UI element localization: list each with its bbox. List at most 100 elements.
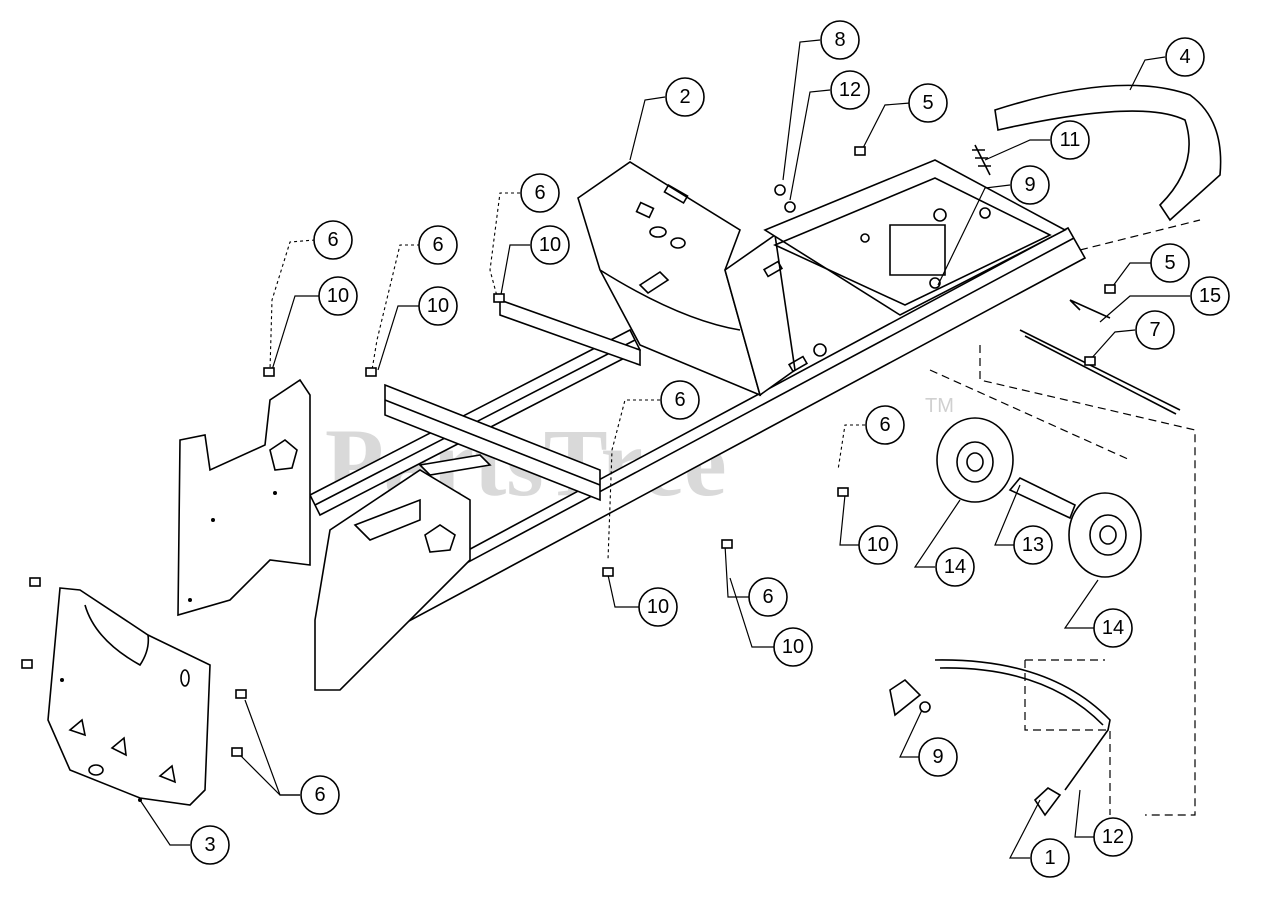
fastener xyxy=(774,184,786,196)
callout-1[interactable]: 1 xyxy=(1030,838,1070,878)
callout-6-e[interactable]: 6 xyxy=(865,405,905,445)
callout-2[interactable]: 2 xyxy=(665,77,705,117)
callout-6-c[interactable]: 6 xyxy=(520,173,560,213)
callout-9-top[interactable]: 9 xyxy=(1010,165,1050,205)
callout-7-label: 7 xyxy=(1149,319,1160,341)
callout-10-b[interactable]: 10 xyxy=(418,286,458,326)
leader-lines xyxy=(139,39,1190,859)
callout-2-label: 2 xyxy=(679,86,690,108)
rear-cross-member xyxy=(499,298,641,367)
callout-5-top-label: 5 xyxy=(922,92,933,114)
callout-15[interactable]: 15 xyxy=(1190,276,1230,316)
callout-3[interactable]: 3 xyxy=(190,825,230,865)
callout-8[interactable]: 8 xyxy=(820,20,860,60)
callout-6-b[interactable]: 6 xyxy=(418,225,458,265)
axle-rods xyxy=(1019,299,1181,415)
linkage-rod xyxy=(889,659,1111,817)
fasteners xyxy=(21,144,1116,757)
fastener xyxy=(1084,356,1096,366)
callout-6-b-label: 6 xyxy=(432,234,443,256)
callout-6-a[interactable]: 6 xyxy=(313,220,353,260)
callout-1-label: 1 xyxy=(1044,847,1055,869)
callout-6-g[interactable]: 6 xyxy=(300,775,340,815)
callout-6-g-label: 6 xyxy=(314,784,325,806)
bumper-bar-shape xyxy=(994,84,1222,222)
callout-5-top[interactable]: 5 xyxy=(908,83,948,123)
callout-11[interactable]: 11 xyxy=(1050,120,1090,160)
callout-10-a-label: 10 xyxy=(327,285,349,307)
front-guard-plate xyxy=(47,587,211,806)
frame-rails xyxy=(308,226,1087,691)
fastener xyxy=(493,293,505,303)
assembly-lines xyxy=(929,219,1201,816)
fastener xyxy=(235,689,247,699)
callout-10-b-label: 10 xyxy=(427,295,449,317)
callout-10-e[interactable]: 10 xyxy=(858,525,898,565)
callout-10-e-label: 10 xyxy=(867,534,889,556)
callout-6-a-label: 6 xyxy=(327,229,338,251)
callout-12-bottom-label: 12 xyxy=(1102,826,1124,848)
bumper-bar xyxy=(994,84,1222,222)
rod-bracket-right xyxy=(1033,787,1062,817)
seat-box xyxy=(763,159,1067,316)
callout-4[interactable]: 4 xyxy=(1165,37,1205,77)
callout-9-bottom[interactable]: 9 xyxy=(918,737,958,777)
callout-6-d-label: 6 xyxy=(674,389,685,411)
fastener xyxy=(784,201,796,213)
plate-tab xyxy=(418,454,492,476)
fastener xyxy=(263,367,275,377)
fastener xyxy=(919,701,931,713)
idler-pulleys xyxy=(936,417,1142,578)
callout-12-top-label: 12 xyxy=(839,79,861,101)
callout-14-right[interactable]: 14 xyxy=(1093,608,1133,648)
callout-11-label: 11 xyxy=(1060,129,1081,151)
left-side-panel-shape xyxy=(177,378,311,617)
callout-13[interactable]: 13 xyxy=(1013,525,1053,565)
callout-6-d[interactable]: 6 xyxy=(660,380,700,420)
callout-10-c-label: 10 xyxy=(539,234,561,256)
callout-5-right[interactable]: 5 xyxy=(1150,243,1190,283)
callouts: 1 2 3 4 5 5 6 6 6 6 6 6 6 7 8 9 9 10 10 … xyxy=(190,20,1230,878)
callout-8-label: 8 xyxy=(834,29,845,51)
pulley-left xyxy=(936,417,1014,503)
callout-10-d[interactable]: 10 xyxy=(638,587,678,627)
fastener xyxy=(29,577,41,587)
callout-10-f[interactable]: 10 xyxy=(773,627,813,667)
callout-3-label: 3 xyxy=(204,834,215,856)
callout-9-bottom-label: 9 xyxy=(932,746,943,768)
callout-14-right-label: 14 xyxy=(1102,617,1124,639)
callout-6-e-label: 6 xyxy=(879,414,890,436)
callout-10-d-label: 10 xyxy=(647,596,669,618)
callout-12-top[interactable]: 12 xyxy=(830,70,870,110)
fastener xyxy=(231,747,243,757)
callout-10-c[interactable]: 10 xyxy=(530,225,570,265)
pulley-shaft xyxy=(1008,477,1077,520)
fastener xyxy=(837,487,849,497)
callout-6-c-label: 6 xyxy=(534,182,545,204)
pulley-right xyxy=(1068,492,1142,578)
callout-10-a[interactable]: 10 xyxy=(318,276,358,316)
callout-4-label: 4 xyxy=(1179,46,1190,68)
fastener xyxy=(21,659,33,669)
fastener xyxy=(365,367,377,377)
seat-box-block xyxy=(889,224,946,276)
hairpin-clip xyxy=(1069,299,1111,319)
watermark-trademark: TM xyxy=(925,395,954,417)
front-hood-support xyxy=(577,161,827,397)
callout-15-label: 15 xyxy=(1199,285,1221,307)
rod-bracket-left xyxy=(889,678,922,717)
callout-9-top-label: 9 xyxy=(1024,174,1035,196)
callout-6-f-label: 6 xyxy=(762,586,773,608)
fastener xyxy=(1104,284,1116,294)
callout-14-left[interactable]: 14 xyxy=(935,547,975,587)
front-guard-shape xyxy=(47,587,211,806)
fastener xyxy=(854,146,866,156)
callout-12-bottom[interactable]: 12 xyxy=(1093,817,1133,857)
fastener xyxy=(602,567,614,577)
callout-7[interactable]: 7 xyxy=(1135,310,1175,350)
callout-14-left-label: 14 xyxy=(944,556,966,578)
callout-13-label: 13 xyxy=(1022,534,1044,556)
callout-6-f[interactable]: 6 xyxy=(748,577,788,617)
callout-10-f-label: 10 xyxy=(782,636,804,658)
